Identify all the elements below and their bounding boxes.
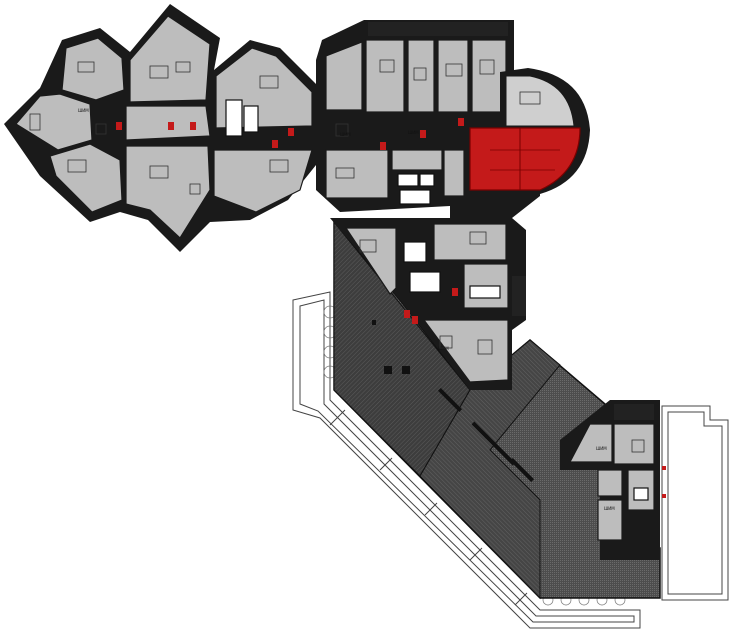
- room-label: ШИМ: [604, 506, 615, 511]
- room-label: ШИМ: [438, 346, 449, 351]
- room-label: ШИМ: [78, 108, 89, 113]
- room-label: ШИМ: [408, 130, 419, 135]
- room-label: ШИМ: [340, 132, 351, 137]
- lower-right-block: [560, 400, 660, 560]
- highlighted-apartment: [469, 68, 590, 194]
- left-wing: [4, 4, 320, 252]
- room-label: ШИМ: [596, 446, 607, 451]
- middle-block: [330, 218, 526, 390]
- red-door-markers: [116, 118, 666, 498]
